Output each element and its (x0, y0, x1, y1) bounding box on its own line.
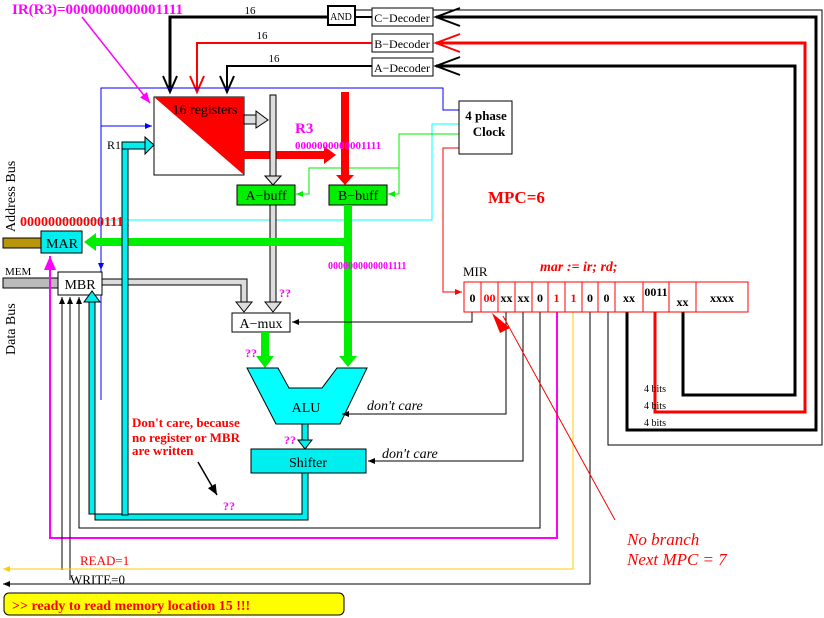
dont-care-note-2: no register or MBR (132, 430, 241, 445)
mir-field-value: 0 (604, 291, 610, 305)
mir-field-value: xx (677, 295, 689, 309)
r3-label: R3 (295, 121, 313, 137)
b-bus-value: 0000000000001111 (328, 261, 406, 272)
mir-field (668, 281, 697, 313)
address-bus (2, 237, 42, 249)
mir-field-value: xxxx (710, 291, 734, 305)
mar-label: MAR (46, 237, 79, 252)
alu-label: ALU (292, 401, 321, 416)
mir-field-value: 0011 (644, 285, 667, 299)
b-buff (328, 184, 388, 206)
bits-label-b: 4 bits (644, 401, 666, 412)
mbr-label: MBR (64, 278, 96, 293)
mpc-value: MPC=6 (488, 188, 545, 207)
mbr (57, 271, 103, 296)
bits-label-a: 4 bits (644, 384, 666, 395)
alu-input-unknown: ?? (245, 346, 257, 360)
shifter-label: Shifter (289, 456, 327, 471)
status-text: >> ready to read memory location 15 !!! (12, 599, 250, 614)
address-bus-label: Address Bus (4, 161, 19, 232)
no-branch-note: No branch (626, 530, 699, 549)
c-decoder-label: C−Decoder (374, 11, 429, 25)
r3-value: 0000000000001111 (295, 140, 381, 152)
mar-value: 0000000000001111 (20, 215, 130, 230)
mir-field (614, 281, 644, 313)
mem-label: MEM (5, 266, 32, 278)
mir-field-value: xx (501, 291, 513, 305)
mir-field-value: 0 (470, 291, 476, 305)
mir-field-value: 00 (484, 291, 496, 305)
result-unknown: ?? (223, 499, 235, 513)
b-decoder-label: B−Decoder (374, 37, 429, 51)
bus-width-c: 16 (245, 5, 257, 17)
and-label: AND (330, 12, 352, 23)
shifter-input-unknown: ?? (284, 433, 296, 447)
alu-dont-care: don't care (367, 399, 423, 414)
clock-label-1: 4 phase (465, 108, 507, 123)
mir-field-value: 1 (554, 291, 560, 305)
registers-label: 16 registers (173, 103, 238, 118)
mir-label: MIR (463, 264, 488, 279)
mir-field (695, 281, 749, 313)
b-buff-label: B−buff (338, 189, 379, 204)
dont-care-note-1: Don't care, because (132, 415, 240, 430)
bits-label-c: 4 bits (644, 418, 666, 429)
a-buff-label: A−buff (245, 189, 286, 204)
next-mpc-note: Next MPC = 7 (626, 550, 728, 569)
write-signal: WRITE=0 (70, 572, 125, 587)
mir-field-value: 0 (537, 291, 543, 305)
micro-instruction: mar := ir; rd; (540, 260, 618, 275)
status-banner (3, 592, 345, 616)
shifter-dont-care: don't care (382, 447, 438, 462)
a-buff (236, 184, 296, 206)
shifter (250, 448, 367, 474)
alu (246, 367, 368, 425)
register-file-fill (154, 97, 244, 175)
dont-care-note-3: are written (132, 443, 194, 458)
data-bus-label: Data Bus (4, 303, 19, 355)
mir-field-value: 0 (587, 291, 593, 305)
bus-width-b: 16 (257, 30, 269, 42)
a-decoder-label: A−Decoder (374, 61, 430, 75)
a-mux-label: A−mux (240, 317, 283, 332)
clock-label-2: Clock (473, 124, 506, 139)
r1-label: R1 (107, 138, 121, 152)
mar (40, 230, 83, 254)
clock (458, 100, 513, 155)
c-decoder (371, 7, 434, 27)
mir-field-value: xx (623, 291, 635, 305)
read-signal: READ=1 (80, 553, 129, 568)
bus-width-a: 16 (269, 53, 281, 65)
mir-field-value: 1 (571, 291, 577, 305)
amux-unknown: ?? (279, 286, 291, 300)
mir-field-value: xx (518, 291, 530, 305)
ir-r3-annotation: IR(R3)=0000000000001111 (12, 2, 183, 18)
